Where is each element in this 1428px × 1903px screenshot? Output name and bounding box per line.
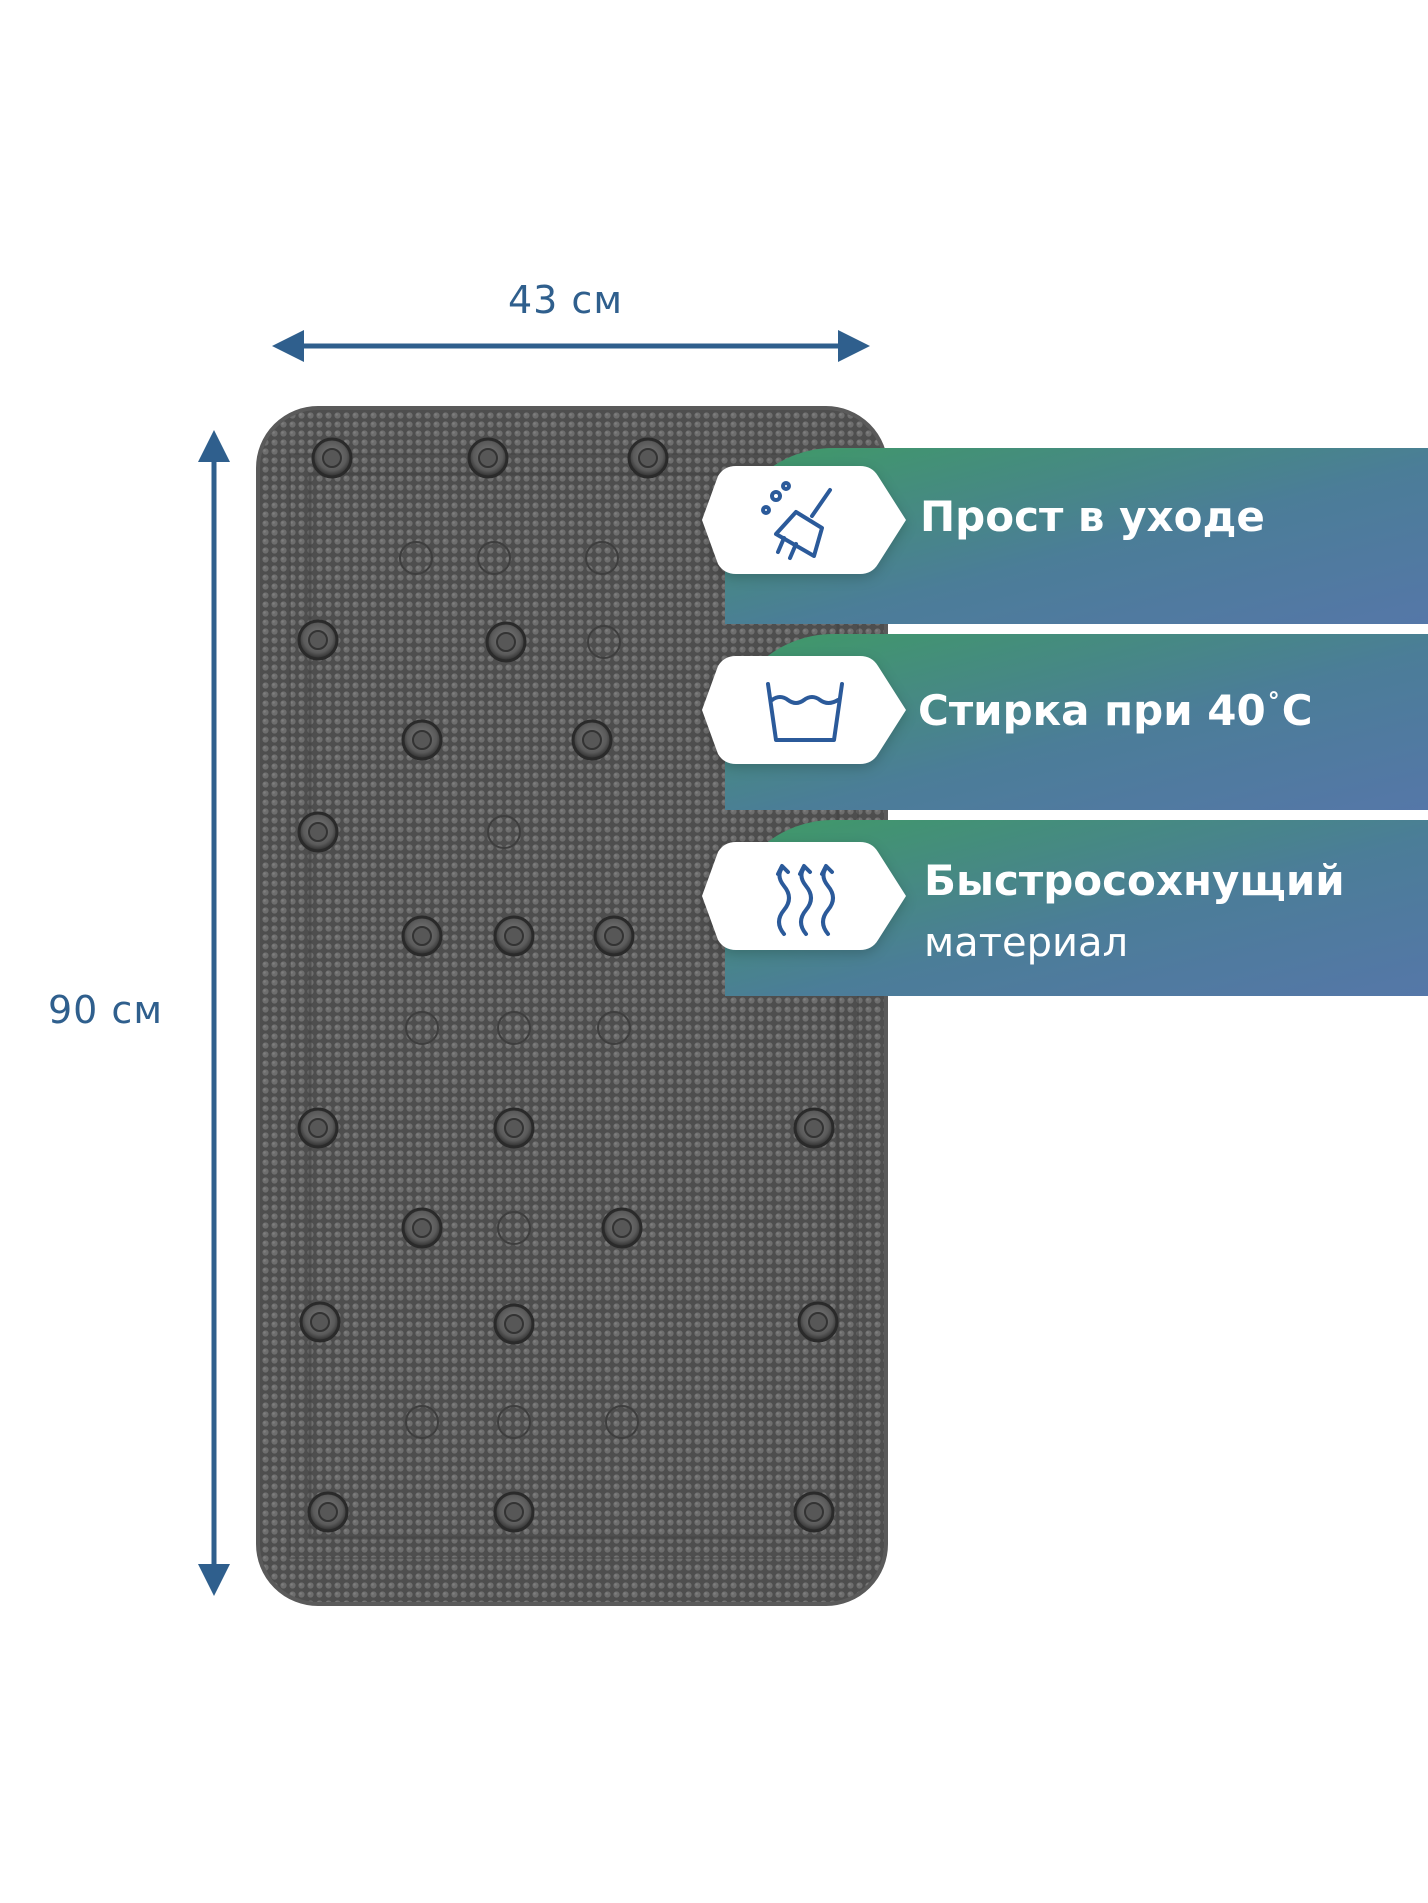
suction-cup-center — [804, 1118, 824, 1138]
suction-cup-center — [604, 926, 624, 946]
suction-cup-center — [412, 1218, 432, 1238]
suction-cup-center — [504, 1502, 524, 1522]
broom-cleaning-icon — [761, 481, 832, 560]
quick-dry-icon — [776, 864, 835, 936]
suction-cup-center — [308, 822, 328, 842]
suction-cup — [587, 625, 621, 659]
suction-cup — [605, 1405, 639, 1439]
suction-cup-center — [412, 926, 432, 946]
width-arrow — [272, 330, 870, 362]
suction-cup — [585, 541, 619, 575]
suction-cup — [497, 1211, 531, 1245]
suction-cup-center — [808, 1312, 828, 1332]
suction-cup-center — [504, 926, 524, 946]
suction-cups — [297, 437, 839, 1533]
suction-cup-center — [478, 448, 498, 468]
suction-cup-center — [322, 448, 342, 468]
suction-cup-center — [582, 730, 602, 750]
wash-basin-icon — [766, 682, 844, 742]
width-label: 43 см — [508, 278, 623, 322]
suction-cup — [477, 541, 511, 575]
feature-subtitle-quick-dry: материал — [924, 920, 1129, 966]
suction-cup-center — [412, 730, 432, 750]
suction-cup-center — [612, 1218, 632, 1238]
suction-cup-center — [308, 1118, 328, 1138]
suction-cup — [405, 1405, 439, 1439]
feature-title-quick-dry: Быстросохнущий — [924, 856, 1345, 905]
feature-title-wash: Стирка при 40°C — [918, 686, 1313, 735]
suction-cup-center — [504, 1314, 524, 1334]
suction-cup — [487, 815, 521, 849]
wash-title-suffix: C — [1281, 686, 1313, 735]
suction-cup-center — [504, 1118, 524, 1138]
suction-cup — [405, 1011, 439, 1045]
feature-title-easy-care: Прост в уходе — [920, 492, 1265, 541]
suction-cup — [497, 1405, 531, 1439]
suction-cup-center — [638, 448, 658, 468]
suction-cup-center — [310, 1312, 330, 1332]
suction-cup-center — [318, 1502, 338, 1522]
badge-quick-dry — [702, 842, 906, 950]
badge-wash — [702, 656, 906, 764]
suction-cup-center — [804, 1502, 824, 1522]
suction-cup — [597, 1011, 631, 1045]
degree-sign: ° — [1267, 687, 1280, 715]
suction-cup-center — [308, 630, 328, 650]
badge-easy-care — [702, 466, 906, 574]
suction-cup — [399, 541, 433, 575]
suction-cup-center — [496, 632, 516, 652]
height-label: 90 см — [48, 988, 163, 1032]
suction-cup — [497, 1011, 531, 1045]
height-arrow — [198, 430, 230, 1596]
wash-title-prefix: Стирка при 40 — [918, 686, 1266, 735]
